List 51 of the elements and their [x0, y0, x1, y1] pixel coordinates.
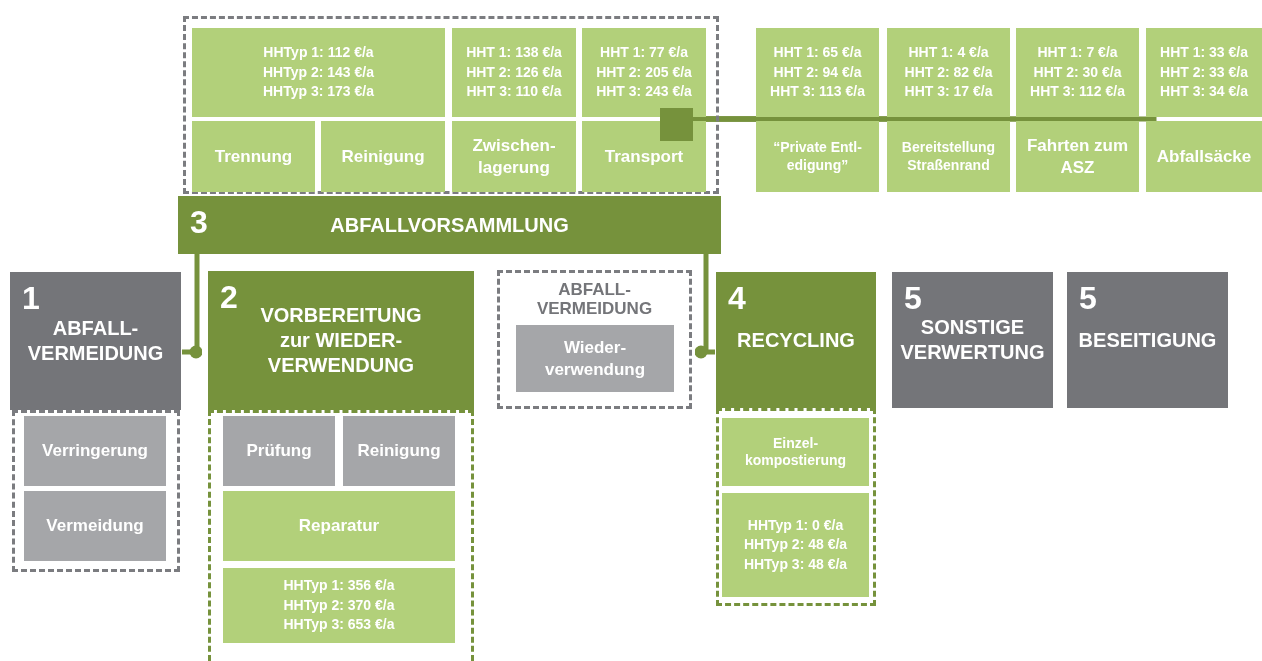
activity-box: Bereitstellung Straßenrand: [887, 121, 1010, 192]
stage-box: [10, 272, 181, 410]
stage-box: [892, 272, 1053, 408]
dashed-group-frame: [716, 408, 876, 606]
cost-box: HHT 1: 77 €/a HHT 2: 205 €/a HHT 3: 243 €/a: [582, 28, 706, 117]
activity-box: Abfallsäcke: [1146, 121, 1262, 192]
connector-line: [694, 254, 715, 359]
dashed-group-frame: [497, 270, 692, 409]
connector-square: [660, 108, 693, 141]
cost-box: HHT 1: 33 €/a HHT 2: 33 €/a HHT 3: 34 €/a: [1146, 28, 1262, 117]
cost-box: HHT 1: 65 €/a HHT 2: 94 €/a HHT 3: 113 €/a: [756, 28, 879, 117]
measure-box: Prüfung: [223, 416, 335, 486]
step-title: ABFALLVORSAMMLUNG: [329, 212, 570, 238]
step-number: 5: [904, 282, 922, 314]
activity-box: “Private Entl- edigung”: [756, 121, 879, 192]
step-number: 2: [220, 281, 238, 313]
dashed-group-frame: [12, 410, 180, 572]
measure-box: Reinigung: [343, 416, 455, 486]
activity-box: Fahrten zum ASZ: [1016, 121, 1139, 192]
cost-box: HHTyp 1: 0 €/a HHTyp 2: 48 €/a HHTyp 3: 48 €/a: [722, 493, 869, 597]
activity-box: Zwischen- lagerung: [452, 121, 576, 192]
measure-box: Vermeidung: [24, 491, 166, 561]
dashed-group-frame: [183, 16, 719, 194]
cost-box: HHT 1: 4 €/a HHT 2: 82 €/a HHT 3: 17 €/a: [887, 28, 1010, 117]
step-number: 1: [22, 282, 40, 314]
step-number: 3: [190, 206, 208, 238]
stage-box: [716, 272, 876, 408]
stage-box: [1067, 272, 1228, 408]
step-title: SONSTIGE VERWERTUNG: [899, 315, 1046, 365]
measure-box: Einzel- kompostierung: [722, 418, 869, 486]
stage-box: [208, 271, 474, 410]
step-number: 4: [728, 282, 746, 314]
activity-box: Transport: [582, 121, 706, 192]
group-heading: ABFALL- VERMEIDUNG: [535, 281, 654, 319]
measure-box: Verringerung: [24, 416, 166, 486]
cost-box: HHT 1: 138 €/a HHT 2: 126 €/a HHT 3: 110 €/a: [452, 28, 576, 117]
connector-line: [182, 254, 203, 359]
cost-box: HHTyp 1: 356 €/a HHTyp 2: 370 €/a HHTyp 3: 653 €/a: [223, 568, 455, 643]
cost-box: HHTyp 1: 112 €/a HHTyp 2: 143 €/a HHTyp 3: 173 €/a: [192, 28, 445, 117]
measure-box: Wieder- verwendung: [516, 325, 674, 392]
dashed-group-frame: [208, 410, 474, 661]
cost-box: HHT 1: 7 €/a HHT 2: 30 €/a HHT 3: 112 €/a: [1016, 28, 1139, 117]
activity-box: Reinigung: [321, 121, 445, 192]
step-title: ABFALL- VERMEIDUNG: [26, 316, 165, 366]
step-title: BESEITIGUNG: [1077, 327, 1218, 353]
step-number: 5: [1079, 282, 1097, 314]
stage-bar: [178, 196, 721, 254]
step-title: RECYCLING: [736, 327, 856, 353]
step-title: VORBEREITUNG zur WIEDER- VERWENDUNG: [259, 303, 423, 378]
measure-box: Reparatur: [223, 491, 455, 561]
activity-box: Trennung: [192, 121, 315, 192]
